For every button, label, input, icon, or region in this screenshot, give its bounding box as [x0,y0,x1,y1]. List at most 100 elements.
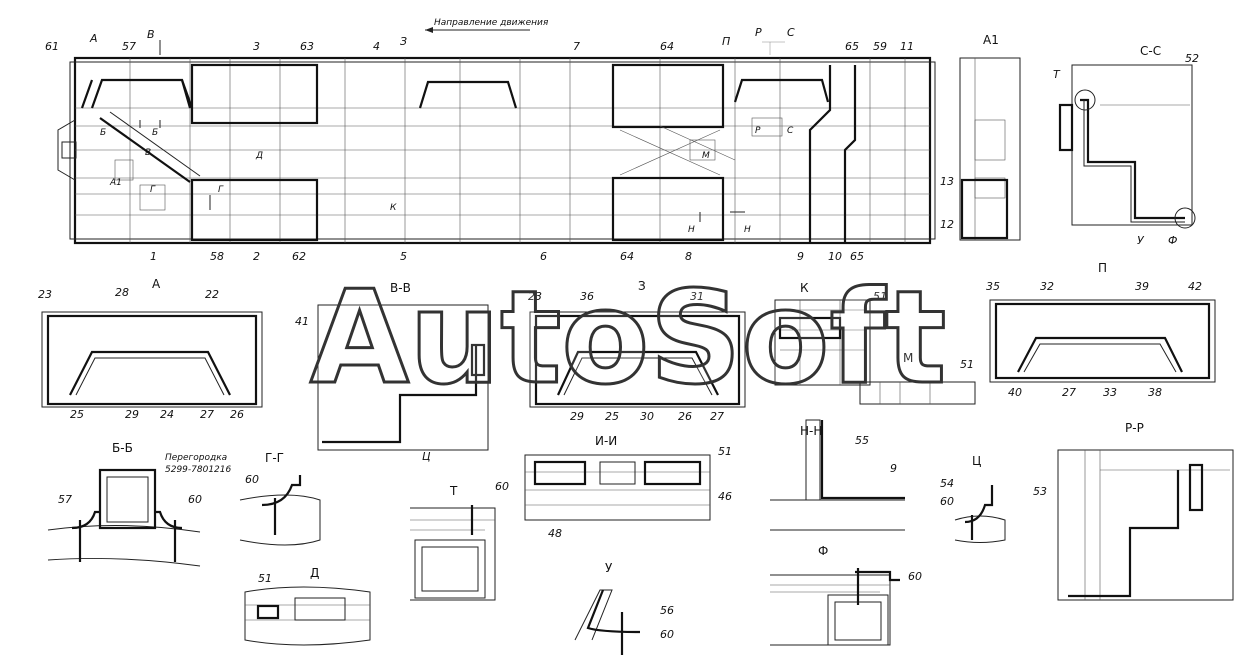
callout: 8 [685,250,692,263]
view-title: З [638,279,646,293]
section-mark: С [787,126,794,136]
callout: 60 [245,473,259,486]
callout: 28 [115,286,129,299]
view-title: У [605,561,613,575]
callout: 3 [253,40,260,53]
floor-plan-section-marks: Б Б В Д Г Г А1 К М Н Н Р С [100,40,794,235]
callout: Р [755,26,762,39]
callout: 24 [160,408,174,421]
callout: 27 [710,410,724,423]
callout: 25 [70,408,84,421]
section-mark: К [390,203,397,213]
detail-u: У 56 60 [574,561,674,655]
callout: 36 [580,290,594,303]
section-r-r: Р-Р 53 [1033,421,1234,601]
callout: З [400,35,407,48]
callout: 10 [828,250,842,263]
view-title: М [903,351,913,365]
section-mark: Г [218,185,224,195]
callout: 55 [855,434,869,447]
callout: 6 [540,250,547,263]
callout: 63 [300,40,314,53]
callout: 30 [640,410,654,423]
callout: 11 [900,40,914,53]
section-b-b: Б-Б Перегородка 5299-7801216 57 60 [47,441,232,567]
callout: 51 [960,358,974,371]
callout: 27 [1062,386,1076,399]
section-mark: Н [744,225,751,235]
detail-ts: Ц 54 60 [940,454,1006,543]
view-bb: В-В 41 Ц [295,281,489,463]
view-title: Н-Н [800,424,822,438]
view-title: Д [310,566,319,580]
callout: 54 [940,477,954,490]
callout: 41 [295,315,309,328]
view-title: Б-Б [112,441,133,455]
callout: 59 [873,40,887,53]
detail-d: Д 51 [244,566,371,646]
callout: 22 [205,288,219,301]
callout: 23 [38,288,52,301]
callout: 32 [1040,280,1054,293]
view-title: Ц [972,454,981,468]
callout: 62 [292,250,306,263]
section-mark: Р [755,126,761,136]
callout: 42 [1188,280,1202,293]
callout: 51 [873,290,887,303]
section-mark: Д [255,151,263,161]
callout: 46 [718,490,732,503]
callout: 31 [690,290,704,303]
floor-plan-top-callouts: 61 А 57 В 3 63 4 З 7 64 П Р С 65 59 11 [45,26,914,55]
callout: 38 [1148,386,1162,399]
view-title: Г-Г [265,451,284,465]
callout: 40 [1008,386,1022,399]
callout: 61 [45,40,59,53]
direction-indicator: Направление движения [425,18,549,33]
view-title: С-С [1140,44,1161,58]
callout: 26 [678,410,692,423]
callout: 26 [230,408,244,421]
callout: 64 [620,250,634,263]
callout: Т [1053,68,1061,81]
note: Перегородка [165,453,227,463]
callout: 60 [940,495,954,508]
callout: В [147,28,155,41]
callout: 2 [253,250,260,263]
callout: 56 [660,604,674,617]
detail-f: Ф 60 [770,544,922,646]
view-title: П [1098,261,1107,275]
callout: 25 [605,410,619,423]
callout: 65 [850,250,864,263]
view-title: В-В [390,281,411,295]
callout: Ф [1168,234,1177,247]
callout: 60 [908,570,922,583]
callout: 35 [986,280,1000,293]
view-cc: С-С Т 52 У Ф [1053,44,1199,247]
floor-plan [57,56,936,245]
callout: 23 [528,290,542,303]
callout: 51 [258,572,272,585]
section-mark: Г [150,185,156,195]
callout: 33 [1103,386,1117,399]
section-mark: Н [688,225,695,235]
callout: 64 [660,40,674,53]
callout: 53 [1033,485,1047,498]
callout: 7 [573,40,580,53]
detail-t: Т 60 [410,480,509,601]
view-title: И-И [595,434,617,448]
callout: 57 [122,40,136,53]
callout: 57 [58,493,72,506]
callout: 13 [940,175,954,188]
callout: 60 [495,480,509,493]
view-title: К [800,281,809,295]
direction-label: Направление движения [434,18,549,28]
view-title: А1 [983,33,999,47]
callout: 52 [1185,52,1199,65]
callout: 9 [890,462,897,475]
section-i-i: И-И 51 46 48 [524,434,732,540]
callout: 1 [150,250,157,263]
floor-plan-bottom-callouts: 1 58 2 62 5 6 64 8 9 10 65 [150,250,864,263]
callout: 58 [210,250,224,263]
view-a1: А1 13 12 [940,33,1021,241]
callout: У [1137,234,1145,247]
